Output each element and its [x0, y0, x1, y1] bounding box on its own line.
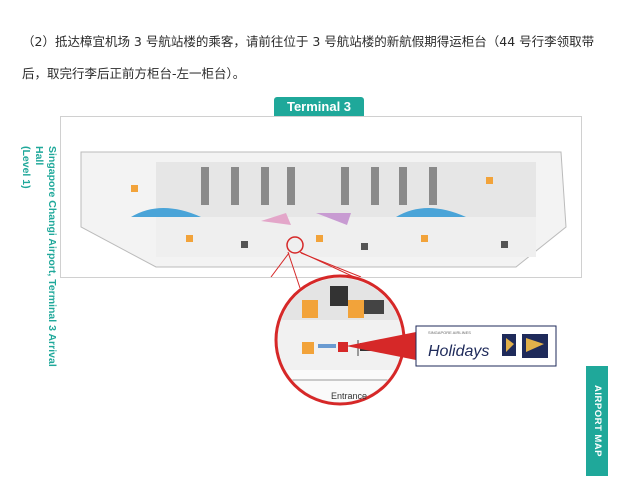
entrance-label: Entrance	[331, 391, 367, 401]
facility-icon	[361, 243, 368, 250]
holidays-counter-marker	[338, 342, 348, 352]
facility-icons	[131, 177, 508, 250]
instruction-line-2: 后，取完行李后正前方柜台-左一柜台）。	[22, 66, 246, 81]
facility-icon	[241, 241, 248, 248]
instruction-line-1: （2）抵达樟宜机场 3 号航站楼的乘客，请前往位于 3 号航站楼的新航假期得运柜…	[22, 34, 595, 49]
holidays-label: Holidays	[428, 343, 489, 360]
terminal-map	[80, 151, 567, 278]
counter-strip	[318, 344, 336, 348]
pink-zone-left	[261, 213, 291, 225]
belt	[261, 167, 269, 205]
callout-wedge	[346, 332, 416, 360]
belt	[287, 167, 295, 205]
belt	[201, 167, 209, 205]
map-side-title: Singapore Changi Airport, Terminal 3 Arr…	[20, 146, 58, 378]
belt	[371, 167, 379, 205]
facility-icon	[302, 342, 314, 354]
leader-line	[270, 252, 290, 278]
belt	[429, 167, 437, 205]
map-side-title-level: (Level 1)	[20, 146, 32, 189]
belt	[341, 167, 349, 205]
blue-zone-left	[131, 208, 201, 217]
blue-zone-right	[396, 208, 466, 217]
belt	[399, 167, 407, 205]
airport-map-tab: AIRPORT MAP	[586, 366, 608, 476]
facility-icon	[421, 235, 428, 242]
terminal-label: Terminal 3	[274, 97, 364, 117]
facility-icon	[501, 241, 508, 248]
pink-zone-right	[316, 213, 351, 225]
instruction-text: （2）抵达樟宜机场 3 号航站楼的乘客，请前往位于 3 号航站楼的新航假期得运柜…	[22, 26, 622, 90]
counter-icon	[348, 300, 364, 318]
facility-icon	[186, 235, 193, 242]
bus-icon	[364, 300, 384, 314]
phone-icon	[330, 286, 348, 306]
info-icon	[302, 300, 318, 318]
facility-icon	[486, 177, 493, 184]
brand-small-text: SINGAPORE AIRLINES	[428, 330, 471, 335]
map-side-title-main: Singapore Changi Airport, Terminal 3 Arr…	[33, 146, 58, 367]
zoom-leader	[287, 251, 301, 289]
airline-logo	[502, 334, 548, 358]
facility-icon	[316, 235, 323, 242]
belt	[231, 167, 239, 205]
baggage-belts	[201, 167, 437, 205]
counter-highlight	[286, 236, 304, 254]
facility-icon	[131, 185, 138, 192]
terminal-map-frame	[60, 116, 582, 278]
